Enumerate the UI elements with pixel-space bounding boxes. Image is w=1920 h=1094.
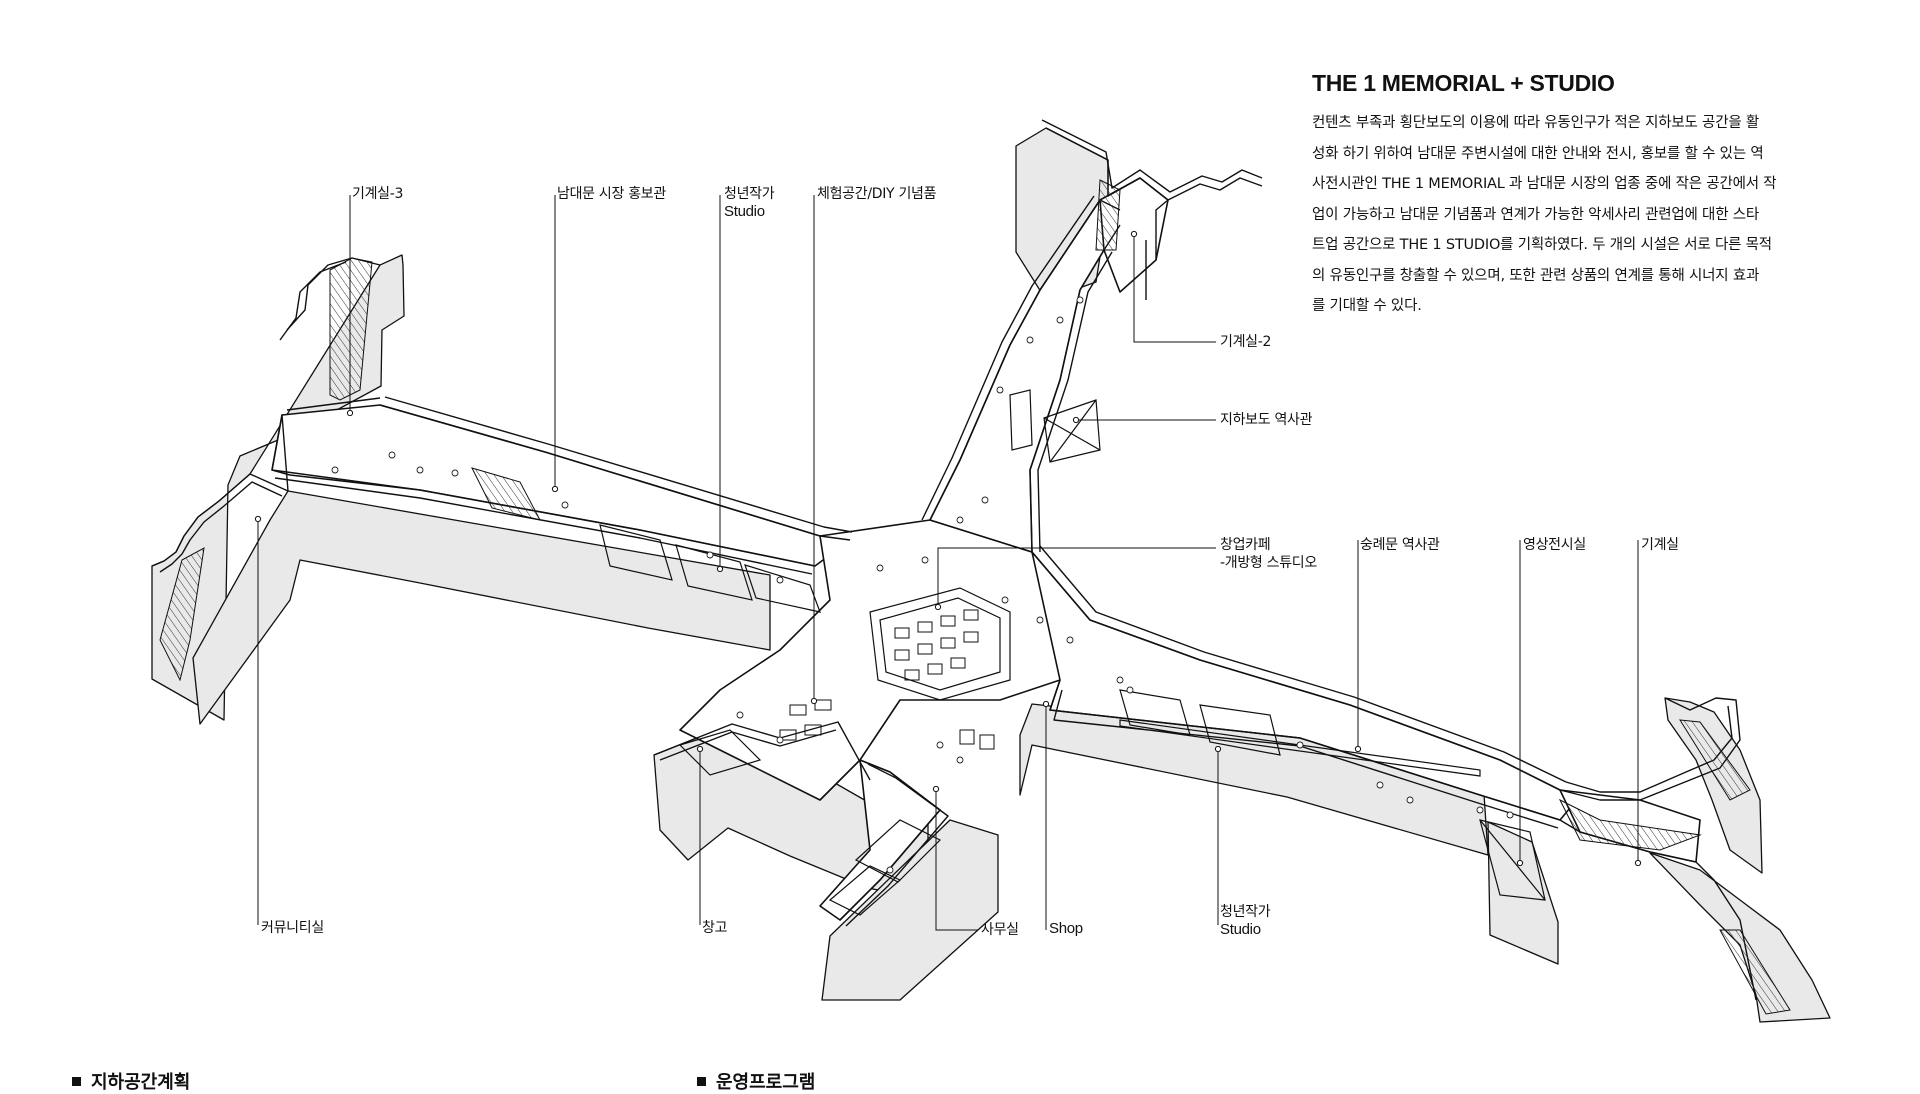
label-young-artist-studio-2-kr: 청년작가 <box>1220 904 1271 920</box>
label-machine-room-2: 기계실-2 <box>1220 334 1272 350</box>
label-video-exhibition: 영상전시실 <box>1523 537 1586 553</box>
description-line: 컨텐츠 부족과 횡단보도의 이용에 따라 유동인구가 적은 지하보도 공간을 활 <box>1312 115 1760 131</box>
section-heading-underground-plan: 지하공간계획 <box>72 1068 190 1094</box>
description-line: 트업 공간으로 THE 1 STUDIO를 기획하였다. 두 개의 시설은 서로… <box>1312 237 1772 253</box>
section-heading-operation-program: 운영프로그램 <box>697 1068 815 1094</box>
label-office: 사무실 <box>981 922 1019 938</box>
label-community-room: 커뮤니티실 <box>261 920 324 936</box>
label-sungnyemun-history: 숭례문 역사관 <box>1360 537 1440 553</box>
square-bullet-icon <box>697 1077 706 1086</box>
stair-hatch <box>159 179 1791 1015</box>
label-young-artist-studio-1: 청년작가 Studio <box>724 185 775 221</box>
label-underpass-history: 지하보도 역사관 <box>1220 412 1313 428</box>
diagram-title: THE 1 MEMORIAL + STUDIO <box>1312 70 1615 96</box>
description-line: 를 기대할 수 있다. <box>1312 298 1422 314</box>
description-line: 사전시관인 THE 1 MEMORIAL 과 남대문 시장의 업종 중에 작은 … <box>1312 176 1777 192</box>
label-machine-room-3: 기계실-3 <box>352 186 404 202</box>
section-heading-operation-program-text: 운영프로그램 <box>716 1072 816 1093</box>
description-line: 의 유동인구를 창출할 수 있으며, 또한 관련 상품의 연계를 통해 시너지 … <box>1312 267 1760 284</box>
section-heading-underground-plan-text: 지하공간계획 <box>91 1072 191 1093</box>
label-young-artist-studio-1-kr: 청년작가 <box>724 186 775 202</box>
label-young-artist-studio-1-en: Studio <box>724 203 765 220</box>
label-startup-cafe: 창업카페 -개방형 스튜디오 <box>1220 536 1317 572</box>
label-market-pr-hall: 남대문 시장 홍보관 <box>557 186 666 202</box>
square-bullet-icon <box>72 1077 81 1086</box>
label-young-artist-studio-2: 청년작가 Studio <box>1220 903 1271 939</box>
leader-lines <box>257 195 1639 931</box>
label-startup-cafe-line2: -개방형 스튜디오 <box>1220 555 1317 571</box>
people-figures <box>331 296 1514 874</box>
description-line: 성화 하기 위하여 남대문 주변시설에 대한 안내와 전시, 홍보를 할 수 있… <box>1312 145 1764 162</box>
label-storage: 창고 <box>702 920 728 936</box>
leader-dots <box>254 230 1642 867</box>
label-startup-cafe-line1: 창업카페 <box>1220 537 1271 553</box>
description-line: 업이 가능하고 남대문 기념품과 연계가 가능한 악세사리 관련업에 대한 스타 <box>1312 206 1760 223</box>
label-shop-text: Shop <box>1049 920 1083 937</box>
label-shop: Shop <box>1049 920 1083 938</box>
label-experience-diy: 체험공간/DIY 기념품 <box>817 186 937 202</box>
description-paragraph: 컨텐츠 부족과 횡단보도의 이용에 따라 유동인구가 적은 지하보도 공간을 활… <box>1312 108 1832 322</box>
label-machine-room: 기계실 <box>1641 537 1679 553</box>
label-young-artist-studio-2-en: Studio <box>1220 921 1261 938</box>
interior-rooms <box>599 389 1546 916</box>
